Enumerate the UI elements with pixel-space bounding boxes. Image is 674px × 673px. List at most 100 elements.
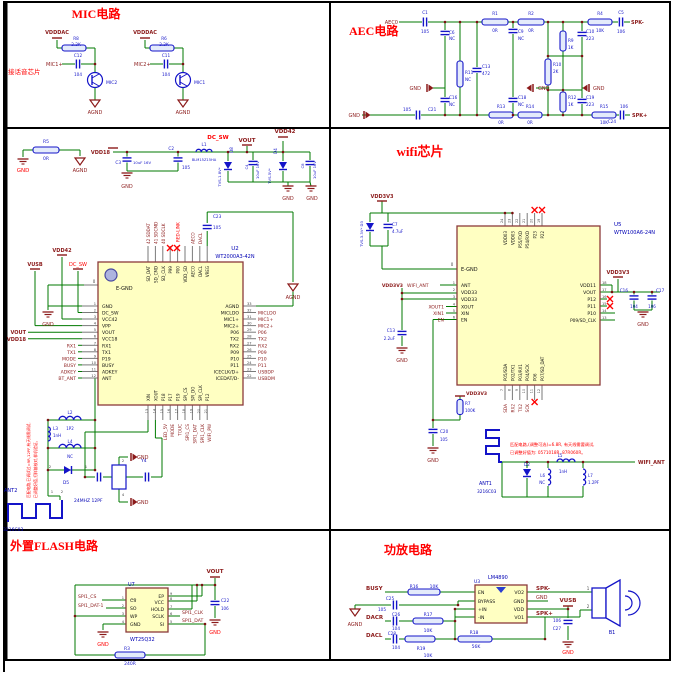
junction-dot (125, 150, 129, 154)
net-label: ADKEY (61, 370, 77, 376)
component-label: 104 (392, 645, 400, 650)
inductor-body (195, 148, 213, 153)
junction-dot (580, 20, 584, 24)
junction-dot (650, 290, 654, 294)
component-label: R4 (597, 11, 603, 16)
component-label: C22 (221, 598, 230, 603)
component-label: 2.2K (159, 42, 169, 47)
pin-name: TX2 (229, 337, 239, 343)
pin-number: 5 (94, 328, 96, 332)
net-label: 42 SDDAT (146, 223, 151, 244)
resistor-body (587, 18, 613, 26)
crystal-body (111, 464, 127, 490)
part-label: LM4890 (488, 575, 508, 581)
junction-dot (610, 290, 614, 294)
resistor-body (114, 651, 146, 659)
junction-dot (203, 622, 207, 626)
component-label: C18 (518, 95, 527, 100)
pin-name: ANT (102, 376, 112, 382)
chip-u5 (456, 225, 601, 386)
component-label: R2 (528, 11, 534, 16)
pin-name: P18 (161, 393, 166, 401)
agnd-icon (73, 157, 87, 167)
resistor-body (488, 111, 514, 119)
pin-name: VOUT (583, 290, 596, 296)
pin-name: MIC2+ (224, 324, 239, 330)
resistor-body (517, 18, 545, 26)
component-label: C10 (586, 29, 595, 34)
component-label: 2.2uF (384, 336, 396, 341)
component-label: L5 (558, 453, 563, 458)
net-label: BUSY (64, 363, 76, 369)
annotation: 匹配电路,已调试过=9R,12PF,有天线需调试, (26, 422, 31, 498)
net-label: VDD3V3 (466, 391, 487, 397)
junction-dot (511, 20, 515, 24)
pin-name: VCC18 (102, 337, 117, 343)
pin-number: 12 (91, 374, 96, 378)
pin-name: SD_CMD (153, 266, 158, 283)
pin-name: DC_SW (102, 311, 119, 317)
component-label: R11 (465, 70, 474, 75)
pin-name: HOLD (151, 607, 165, 613)
net-label: RX2 (510, 404, 515, 413)
net-label: GND (593, 86, 605, 92)
net-label: TX2 (257, 337, 267, 343)
net-label: VDDDAC (45, 30, 69, 36)
net-label: P06 (258, 330, 267, 336)
junction-dot (226, 150, 230, 154)
net-label: DACL (366, 633, 383, 639)
component-label: C20 (440, 429, 449, 434)
component-label: R6 (161, 36, 167, 41)
wire (606, 295, 614, 303)
component-label: 105 (403, 107, 411, 112)
annotation: 已调整好值,打样前核对,样机验证。 (33, 439, 38, 498)
junction-dot (281, 150, 285, 154)
net-label: SPI1_DAT (182, 618, 204, 624)
junction-dot (245, 150, 249, 154)
net-label: SPK- (536, 586, 550, 592)
wire (91, 81, 100, 87)
pin-name: MICLDO (221, 311, 240, 317)
net-label: AGND (176, 110, 191, 116)
net-label: VDD3V3 (371, 194, 395, 200)
component-label: R12 (568, 95, 577, 100)
pin-number: 14 (602, 309, 607, 313)
pin-number: 3 (453, 295, 455, 299)
inductor-body (582, 468, 587, 486)
pin-name: ADKEY (102, 370, 118, 376)
pin-name: GND (513, 599, 524, 605)
net-label: 40 SDCLK (161, 223, 166, 244)
component-label: R10 (553, 62, 562, 67)
component-label: C25 (386, 596, 395, 601)
net-label: BT_ANT (58, 376, 76, 382)
resistor-body (544, 58, 552, 86)
pin-number: 4 (94, 322, 97, 326)
junction-dot (561, 88, 565, 92)
pin-name: GND (102, 304, 113, 310)
pin-name: P11 (230, 363, 239, 369)
antenna-ant1-icon (485, 429, 502, 463)
wire (91, 73, 100, 79)
junction-dot (431, 418, 435, 422)
net-label: BUSY (366, 586, 384, 592)
net-label: MIC2+ (134, 62, 151, 68)
component-label: 106 (620, 104, 628, 109)
pin-name: VPP (102, 324, 111, 330)
junction-dot (546, 113, 550, 117)
component-label: D4 (273, 148, 278, 154)
component-label: 106 (648, 304, 656, 309)
junction-dot (546, 88, 550, 92)
junction-dot (213, 583, 217, 587)
pin-name: P06 (533, 373, 538, 381)
net-label: MIC1+ (46, 62, 63, 68)
pin-number: 4 (122, 493, 125, 497)
pin-name: P05/SDA (503, 364, 508, 381)
part-label: 3216C03 (3, 527, 23, 533)
pin-number: 6 (453, 316, 456, 320)
pin-name: VO2 (514, 590, 524, 596)
part-label: WT2000A3-42N (215, 254, 254, 260)
junction-dot (458, 20, 462, 24)
resistor-body (61, 44, 87, 52)
component-label: BLM15Z15HA (192, 158, 217, 162)
